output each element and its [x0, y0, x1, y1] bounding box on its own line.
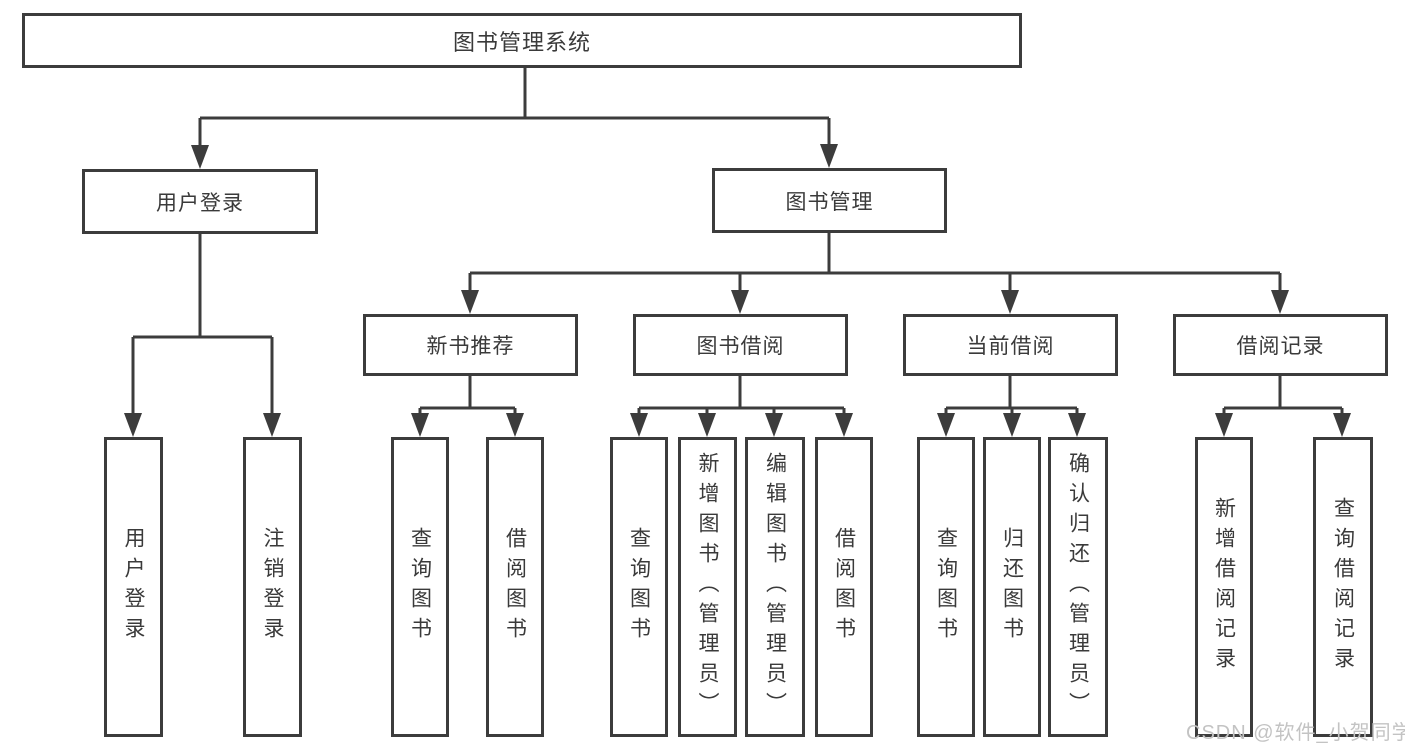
node-leaf-query-borrow-record: 查询借阅记录 — [1313, 437, 1373, 737]
node-borrow-records: 借阅记录 — [1173, 314, 1388, 376]
node-leaf-query-books-recommend: 查询图书 — [391, 437, 449, 737]
node-leaf-edit-book-admin: 编辑图书（管理员） — [745, 437, 805, 737]
node-leaf-add-borrow-record: 新增借阅记录 — [1195, 437, 1253, 737]
node-leaf-query-books-borrow: 查询图书 — [610, 437, 668, 737]
node-leaf-borrow-books: 借阅图书 — [815, 437, 873, 737]
csdn-watermark: CSDN @软件_小贺同学 — [1186, 722, 1405, 744]
node-book-borrow: 图书借阅 — [633, 314, 848, 376]
node-new-book-recommend: 新书推荐 — [363, 314, 578, 376]
node-book-management: 图书管理 — [712, 168, 947, 233]
node-leaf-return-book: 归还图书 — [983, 437, 1041, 737]
node-leaf-user-login: 用户登录 — [104, 437, 163, 737]
node-leaf-query-books-current: 查询图书 — [917, 437, 975, 737]
node-user-login: 用户登录 — [82, 169, 318, 234]
arrowheads — [124, 144, 1351, 437]
node-leaf-logout: 注销登录 — [243, 437, 302, 737]
node-root: 图书管理系统 — [22, 13, 1022, 68]
node-leaf-confirm-return-admin: 确认归还（管理员） — [1048, 437, 1108, 737]
node-current-borrow: 当前借阅 — [903, 314, 1118, 376]
node-leaf-add-book-admin: 新增图书（管理员） — [678, 437, 737, 737]
node-leaf-borrow-books-recommend: 借阅图书 — [486, 437, 544, 737]
